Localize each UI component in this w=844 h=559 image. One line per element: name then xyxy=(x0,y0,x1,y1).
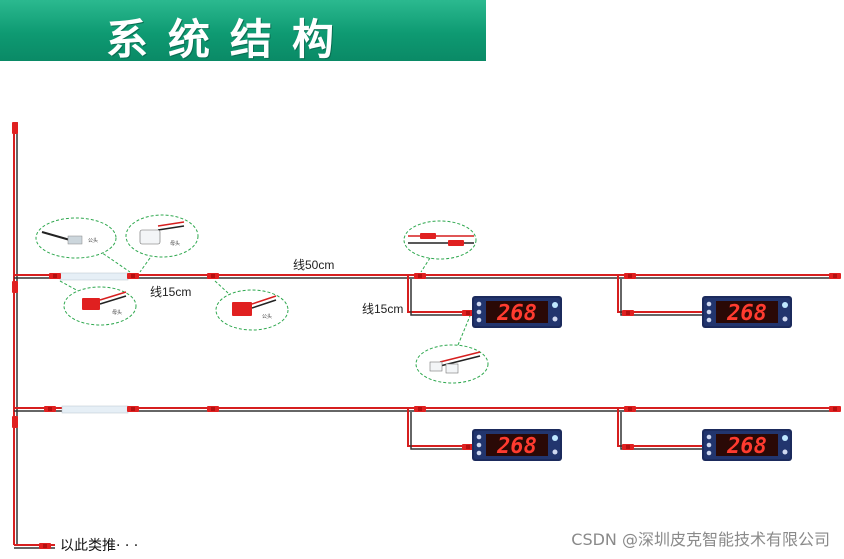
display-value-4: 268 xyxy=(726,434,767,459)
bus-row-1 xyxy=(14,272,841,281)
display-module-2: 268 xyxy=(702,296,792,328)
callout-jst-female: 母头 xyxy=(59,280,137,326)
callout-usb-plug-label: 公头 xyxy=(88,237,98,244)
wire-length-50cm-label: 线50cm xyxy=(293,258,335,272)
wire-length-15cm-branch-label: 线15cm xyxy=(362,302,404,316)
callout-wire-splice xyxy=(403,220,477,273)
bus-row-2 xyxy=(14,405,841,414)
page-title: 系统结构 xyxy=(106,15,355,64)
branch-2-1 xyxy=(407,409,475,450)
display-value-3: 268 xyxy=(496,434,537,459)
callout-usb-socket: 母头 xyxy=(125,214,199,273)
main-vertical-wire xyxy=(12,122,18,545)
callout-usb-plug: 公头 xyxy=(35,217,131,273)
branch-2-2 xyxy=(617,409,705,450)
display-value-2: 268 xyxy=(726,301,767,326)
callout-usb-socket-label: 母头 xyxy=(170,240,180,247)
callout-jst-female-label: 母头 xyxy=(112,309,122,316)
display-module-1: 268 xyxy=(472,296,562,328)
etc-note: 以此类推· · · xyxy=(60,538,139,554)
display-module-4: 268 xyxy=(702,429,792,461)
wire-length-15cm-main-label: 线15cm xyxy=(150,285,192,299)
callout-jst-male: 公头 xyxy=(214,280,289,331)
bottom-stub xyxy=(14,543,55,549)
title-banner: 系统结构 xyxy=(0,0,486,64)
callout-jst-small xyxy=(415,315,489,384)
callout-jst-male-label: 公头 xyxy=(262,313,272,320)
branch-1-1 xyxy=(407,276,475,316)
branch-1-2 xyxy=(617,276,705,316)
display-module-3: 268 xyxy=(472,429,562,461)
watermark: CSDN @深圳皮克智能技术有限公司 xyxy=(571,530,830,549)
display-value-1: 268 xyxy=(496,301,537,326)
